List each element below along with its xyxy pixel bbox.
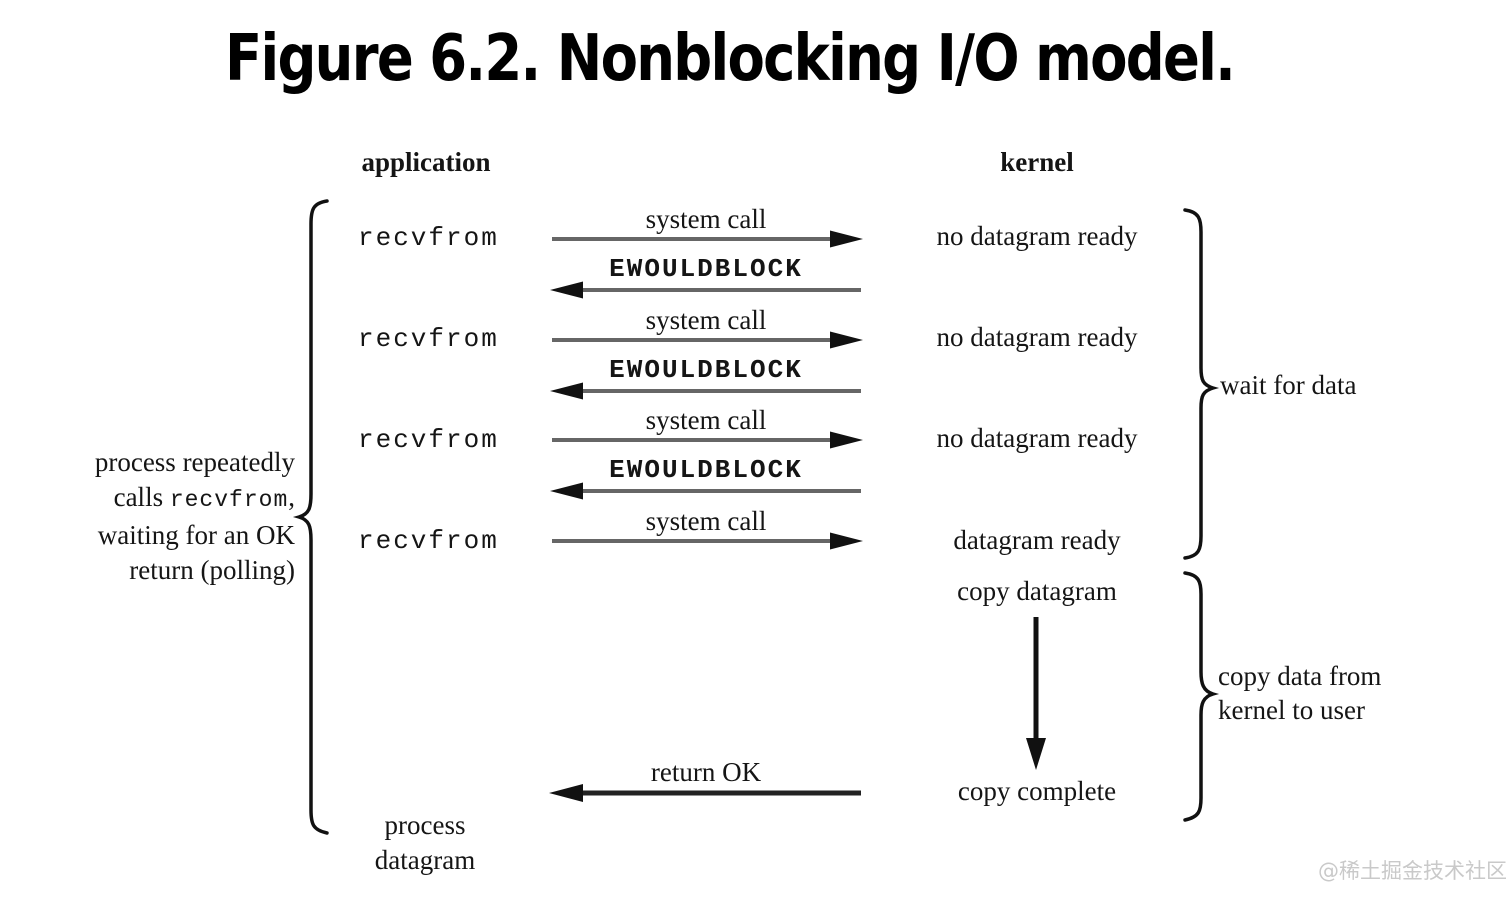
copy-data-brace bbox=[1183, 571, 1220, 822]
ewouldblock-arrow-3 bbox=[550, 482, 861, 500]
wait-for-data-label: wait for data bbox=[1220, 370, 1357, 400]
process-polling-note: process repeatedly calls recvfrom, waiti… bbox=[35, 445, 295, 588]
kernel-state-no-datagram-2: no datagram ready bbox=[936, 322, 1138, 352]
recvfrom-call-2: recvfrom bbox=[358, 324, 499, 354]
copy-datagram-arrow bbox=[1026, 617, 1046, 770]
recvfrom-call-1: recvfrom bbox=[358, 223, 499, 253]
kernel-column-header: kernel bbox=[1000, 147, 1074, 177]
recvfrom-call-3: recvfrom bbox=[358, 425, 499, 455]
ewouldblock-label-1: EWOULDBLOCK bbox=[609, 254, 803, 284]
kernel-step-copy-datagram: copy datagram bbox=[957, 576, 1117, 606]
note-line-1: process repeatedly bbox=[94, 447, 295, 477]
recvfrom-call-4: recvfrom bbox=[358, 526, 499, 556]
system-call-label-2: system call bbox=[645, 305, 767, 335]
application-column-header: application bbox=[361, 147, 491, 177]
ewouldblock-arrow-1 bbox=[550, 281, 861, 299]
kernel-state-no-datagram-3: no datagram ready bbox=[936, 423, 1138, 453]
system-call-label-3: system call bbox=[645, 405, 767, 435]
kernel-state-no-datagram-1: no datagram ready bbox=[936, 221, 1138, 251]
watermark-text: @稀土掘金技术社区 bbox=[1318, 859, 1507, 883]
ewouldblock-arrow-2 bbox=[550, 382, 861, 400]
copy-data-label: copy data from kernel to user bbox=[1218, 661, 1382, 725]
note-line-3: waiting for an OK bbox=[97, 520, 295, 550]
note-line-2: calls recvfrom, bbox=[113, 482, 295, 513]
wait-for-data-brace bbox=[1183, 208, 1220, 560]
ewouldblock-label-2: EWOULDBLOCK bbox=[609, 355, 803, 385]
system-call-label-1: system call bbox=[645, 204, 767, 234]
figure-title: Figure 6.2. Nonblocking I/O model. bbox=[225, 22, 1236, 96]
title-row: Figure 6.2. Nonblocking I/O model. bbox=[0, 22, 1460, 96]
system-call-label-4: system call bbox=[645, 506, 767, 536]
return-ok-label: return OK bbox=[650, 757, 762, 787]
left-polling-brace bbox=[292, 199, 329, 835]
recvfrom-inline-code: recvfrom bbox=[169, 487, 289, 513]
process-datagram-label: process datagram bbox=[374, 810, 476, 875]
ewouldblock-label-3: EWOULDBLOCK bbox=[609, 455, 803, 485]
kernel-state-datagram-ready: datagram ready bbox=[953, 525, 1121, 555]
note-line-4: return (polling) bbox=[129, 555, 295, 585]
kernel-step-copy-complete: copy complete bbox=[957, 776, 1117, 806]
